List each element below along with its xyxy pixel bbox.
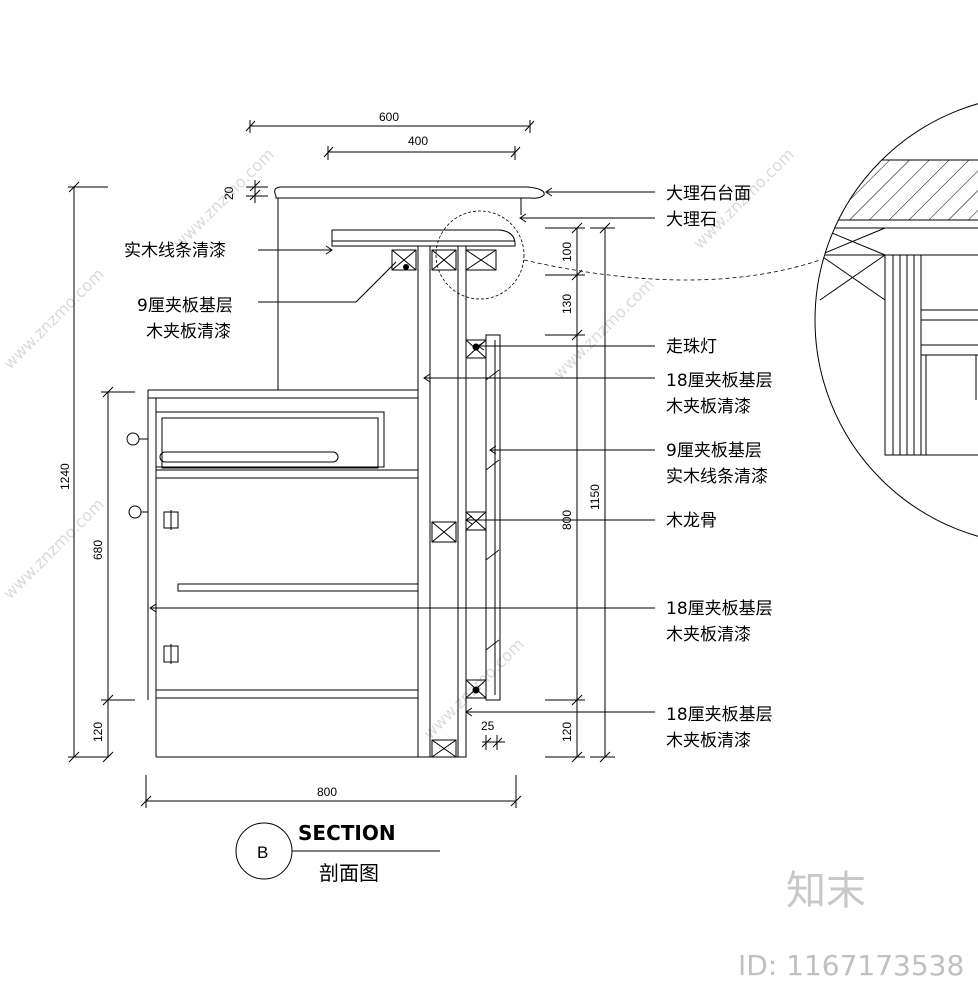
diagonal-watermark: www.znzmo.com bbox=[549, 275, 657, 383]
bead-light-marker bbox=[472, 343, 480, 351]
label-ply9-right-line1: 9厘夹板基层 bbox=[666, 441, 762, 461]
dim-1240: 1240 bbox=[58, 463, 72, 490]
leader-arrows bbox=[149, 187, 553, 717]
label-marble: 大理石 bbox=[666, 210, 717, 230]
label-bead-light: 走珠灯 bbox=[666, 337, 717, 357]
label-ply9-right-line2: 实木线条清漆 bbox=[666, 467, 768, 487]
section-letter: B bbox=[257, 843, 268, 862]
dim-400: 400 bbox=[408, 134, 428, 148]
dim-130: 130 bbox=[560, 294, 574, 314]
bead-light-marker bbox=[472, 686, 480, 694]
dimension-lines bbox=[68, 120, 615, 808]
drawer-knob bbox=[126, 432, 140, 446]
marble-countertop bbox=[274, 186, 545, 199]
label-wood-keel: 木龙骨 bbox=[666, 511, 717, 531]
drawer-box bbox=[155, 411, 385, 468]
marble-ledge bbox=[331, 229, 516, 247]
section-title-cn: 剖面图 bbox=[319, 861, 379, 885]
brand-watermark: 知末 ID: 1167173538 bbox=[738, 868, 964, 982]
bead-light-marker bbox=[403, 264, 409, 270]
label-ply9-left-line1: 9厘夹板基层 bbox=[137, 296, 233, 316]
dimension-texts: 600 400 20 1240 680 120 100 130 800 1150… bbox=[58, 110, 602, 799]
watermark-id: ID: 1167173538 bbox=[738, 949, 964, 982]
dim-120-left: 120 bbox=[91, 722, 105, 742]
section-geometry bbox=[147, 186, 545, 758]
detail-callout-ring bbox=[435, 210, 821, 300]
dim-1150: 1150 bbox=[588, 484, 602, 510]
leader-lines bbox=[150, 191, 655, 713]
section-title-en: SECTION bbox=[298, 821, 396, 845]
diagonal-watermark: www.znzmo.com bbox=[0, 265, 108, 373]
dim-25: 25 bbox=[481, 719, 495, 733]
label-marble-top: 大理石台面 bbox=[666, 184, 751, 204]
label-ply9-left-line2: 木夹板清漆 bbox=[146, 322, 231, 342]
dim-600: 600 bbox=[379, 110, 399, 124]
dim-20: 20 bbox=[222, 186, 236, 200]
label-ply18-c-line2: 木夹板清漆 bbox=[666, 731, 751, 751]
section-title-block: B SECTION 剖面图 bbox=[235, 821, 440, 885]
small-wood-block bbox=[391, 249, 417, 271]
label-ply18-b-line2: 木夹板清漆 bbox=[666, 625, 751, 645]
label-solid-wood-strip: 实木线条清漆 bbox=[124, 241, 226, 261]
dim-800-bottom: 800 bbox=[317, 785, 337, 799]
label-ply18-b-line1: 18厘夹板基层 bbox=[666, 599, 773, 619]
label-ply18-a-line2: 木夹板清漆 bbox=[666, 397, 751, 417]
enlarged-detail bbox=[814, 103, 978, 537]
dim-120-right: 120 bbox=[560, 722, 574, 742]
bead-lights bbox=[403, 264, 480, 694]
door-knob bbox=[128, 505, 142, 519]
label-ply18-a-line1: 18厘夹板基层 bbox=[666, 371, 773, 391]
cabinet-knobs bbox=[126, 432, 148, 519]
dim-100: 100 bbox=[560, 242, 574, 262]
callout-texts: 大理石台面 大理石 实木线条清漆 9厘夹板基层 木夹板清漆 走珠灯 18厘夹板基… bbox=[124, 184, 773, 751]
label-ply18-c-line1: 18厘夹板基层 bbox=[666, 705, 773, 725]
dim-680: 680 bbox=[91, 540, 105, 560]
watermark-brand: 知末 bbox=[786, 868, 866, 914]
